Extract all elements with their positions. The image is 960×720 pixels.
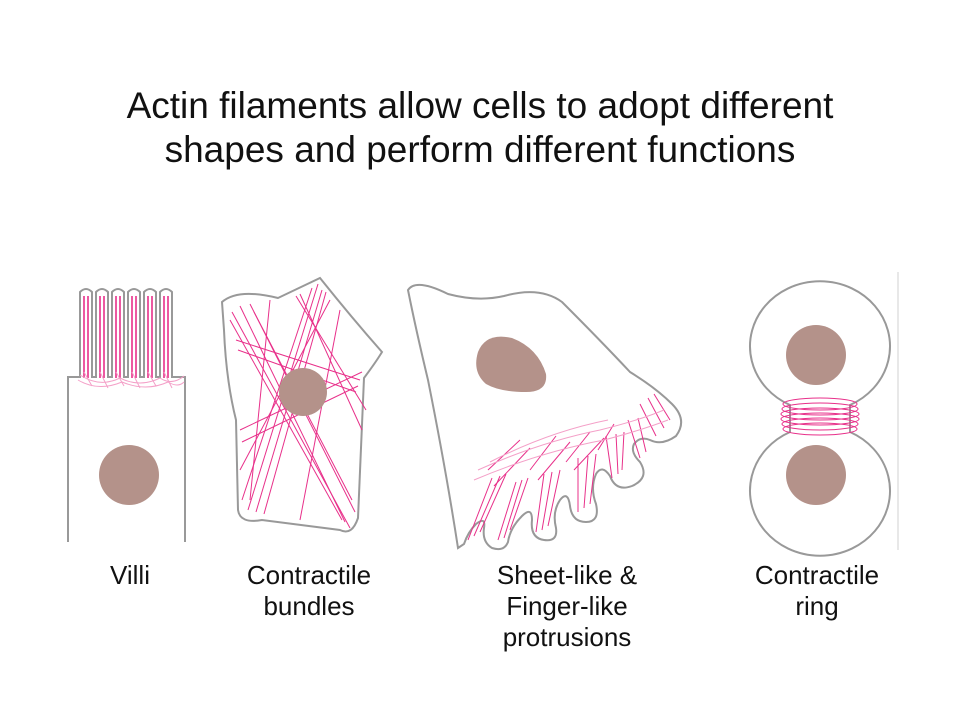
villi-cell-membrane	[67, 288, 186, 542]
page-title: Actin filaments allow cells to adopt dif…	[0, 84, 960, 173]
protrusions-label: Sheet-like & Finger-like protrusions	[496, 560, 638, 653]
villi-cell	[67, 288, 186, 542]
protrusions-cell	[406, 283, 683, 551]
dividing-cell-membrane	[749, 280, 891, 557]
protrusions-membrane	[406, 283, 683, 551]
villi-actin-bundles	[83, 296, 169, 378]
lower-daughter-nucleus	[786, 445, 846, 505]
contractile-bundles-membrane	[220, 276, 384, 533]
villi-nucleus	[99, 445, 159, 505]
contractile-bundles-nucleus	[279, 368, 327, 416]
contractile-ring	[780, 397, 860, 436]
protrusions-nucleus	[476, 336, 547, 392]
villi-terminal-web	[77, 371, 185, 389]
contractile-ring-label: Contractile ring	[754, 560, 880, 622]
contractile-bundles-label: Contractile bundles	[246, 560, 372, 622]
sheet-like-lamellipodium	[473, 409, 669, 481]
contractile-ring-cell	[749, 272, 899, 557]
villi-label: Villi	[110, 560, 150, 590]
upper-daughter-nucleus	[786, 325, 846, 385]
title-line-1: Actin filaments allow cells to adopt dif…	[126, 85, 834, 126]
finger-like-protrusions	[467, 393, 671, 541]
title-line-2: shapes and perform different functions	[164, 129, 796, 171]
contractile-bundles-cell	[220, 276, 384, 533]
